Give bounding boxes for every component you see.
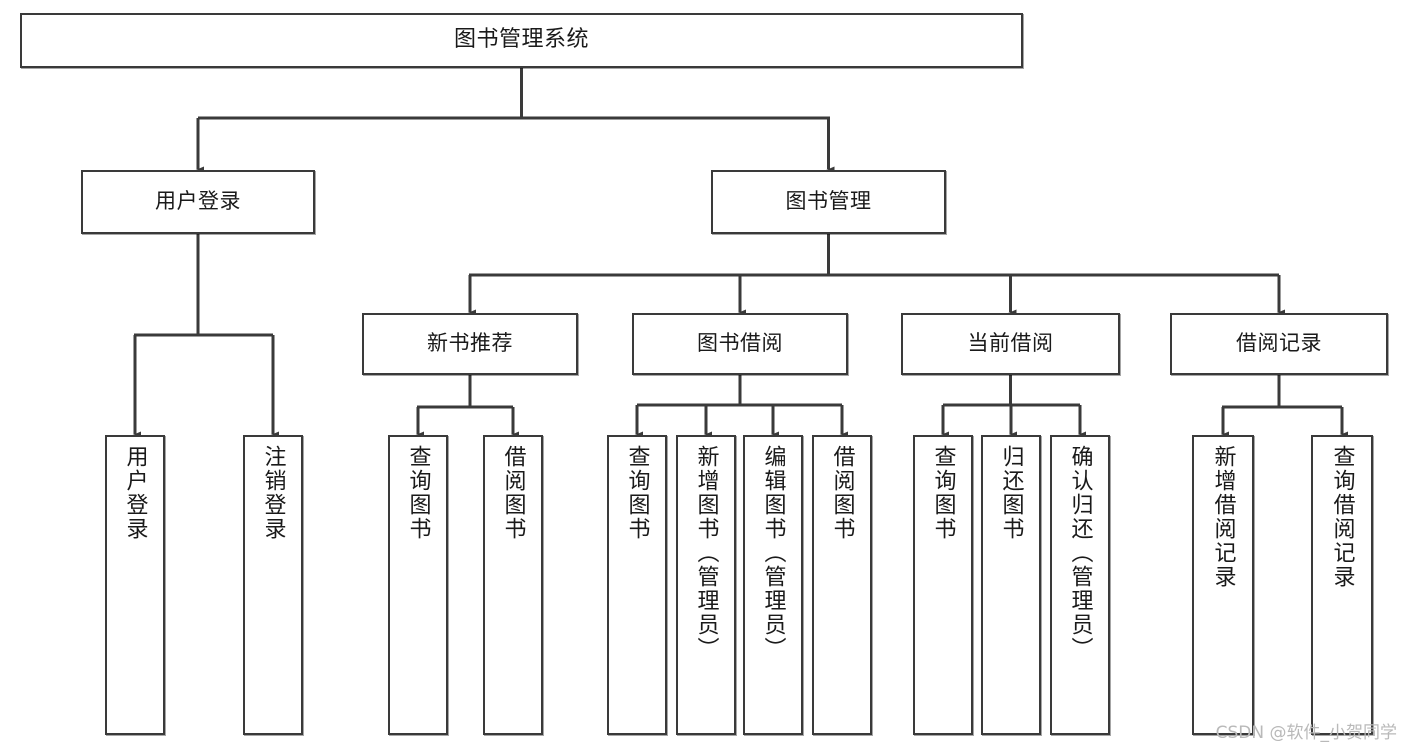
node-leaf-login-1[interactable]: 用户登录: [105, 435, 165, 735]
node-label: 新书推荐: [427, 331, 513, 356]
node-label: 确认归还（管理员）: [1067, 445, 1093, 661]
node-leaf-borrow-3[interactable]: 编辑图书（管理员）: [743, 435, 803, 735]
node-label: 借阅图书: [500, 445, 526, 541]
node-label: 图书借阅: [697, 331, 783, 356]
node-root[interactable]: 图书管理系统: [20, 13, 1023, 68]
node-leaf-new-1[interactable]: 查询图书: [388, 435, 448, 735]
node-label: 当前借阅: [967, 331, 1054, 356]
node-leaf-borrow-1[interactable]: 查询图书: [607, 435, 667, 735]
node-leaf-cur-2[interactable]: 归还图书: [981, 435, 1041, 735]
node-bookmgmt[interactable]: 图书管理: [711, 170, 946, 234]
node-label: 图书管理: [785, 189, 872, 214]
node-label: 查询图书: [930, 445, 956, 541]
node-label: 编辑图书（管理员）: [760, 445, 786, 661]
node-label: 用户登录: [155, 189, 241, 214]
node-leaf-cur-3[interactable]: 确认归还（管理员）: [1050, 435, 1110, 735]
node-borrow[interactable]: 图书借阅: [632, 313, 848, 375]
node-label: 用户登录: [122, 445, 148, 541]
node-label: 查询图书: [624, 445, 650, 541]
node-label: 图书管理系统: [453, 27, 589, 53]
node-login[interactable]: 用户登录: [81, 170, 315, 234]
node-leaf-rec-2[interactable]: 查询借阅记录: [1311, 435, 1373, 735]
node-label: 新增借阅记录: [1210, 445, 1236, 589]
node-records[interactable]: 借阅记录: [1170, 313, 1388, 375]
node-label: 新增图书（管理员）: [693, 445, 719, 661]
node-newbook[interactable]: 新书推荐: [362, 313, 578, 375]
node-leaf-new-2[interactable]: 借阅图书: [483, 435, 543, 735]
node-label: 归还图书: [998, 445, 1024, 541]
node-leaf-borrow-2[interactable]: 新增图书（管理员）: [676, 435, 736, 735]
node-leaf-login-2[interactable]: 注销登录: [243, 435, 303, 735]
node-label: 查询图书: [405, 445, 431, 541]
node-label: 注销登录: [260, 445, 286, 541]
node-leaf-rec-1[interactable]: 新增借阅记录: [1192, 435, 1254, 735]
node-label: 查询借阅记录: [1329, 445, 1355, 589]
node-current[interactable]: 当前借阅: [901, 313, 1120, 375]
node-label: 借阅记录: [1236, 331, 1322, 356]
node-leaf-cur-1[interactable]: 查询图书: [913, 435, 973, 735]
node-label: 借阅图书: [829, 445, 855, 541]
node-leaf-borrow-4[interactable]: 借阅图书: [812, 435, 872, 735]
